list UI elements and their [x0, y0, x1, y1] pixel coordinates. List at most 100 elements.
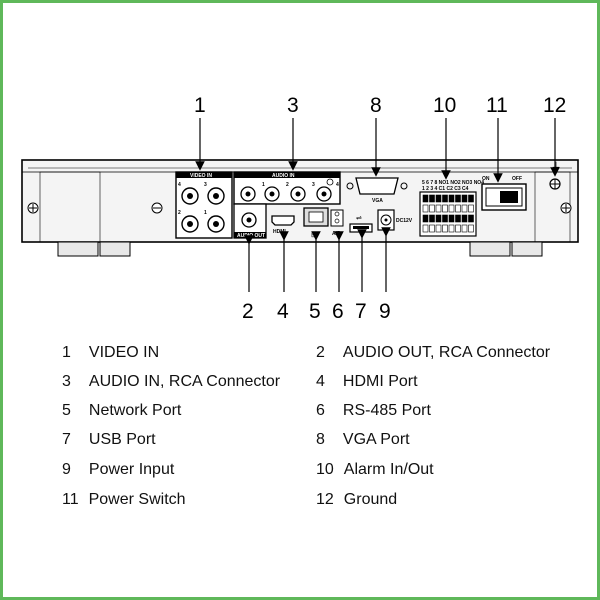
alarm-pin	[461, 224, 468, 233]
alarm-pin	[455, 214, 461, 223]
alarm-pin	[442, 224, 448, 233]
legend-num: 6	[316, 402, 325, 419]
legend-text: Ground	[343, 491, 398, 508]
legend-text: RS-485 Port	[342, 402, 431, 419]
alarm-pin	[448, 204, 455, 213]
legend-item-12: 12 Ground	[316, 491, 397, 509]
alarm-pin	[429, 204, 435, 213]
ab-label: A/B	[332, 231, 341, 237]
alarm-terminal-block: 5 6 7 8 NO1 NO2 NO3 NO4 1 2 3 4 C1 C2 C3…	[419, 180, 484, 237]
legend-text: HDMI Port	[342, 373, 418, 390]
alarm-pin	[461, 214, 468, 223]
callouts-top: 1 3 8 10 11 12	[194, 94, 566, 183]
legend-text: Network Port	[88, 402, 182, 419]
legend-item-7: 7 USB Port	[62, 431, 156, 449]
legend-text: VIDEO IN	[88, 344, 160, 361]
callout-12: 12	[543, 94, 566, 117]
usb-icon: ⇌	[356, 215, 362, 222]
on-label: ON	[482, 176, 490, 182]
legend-num: 8	[316, 431, 325, 448]
ground-icon: ⏚	[551, 161, 561, 173]
callout-11: 11	[486, 94, 508, 117]
alarm-pin	[422, 204, 429, 213]
alarm-pin	[429, 194, 435, 203]
screw-right	[560, 202, 572, 214]
alarm-bottom-label: 1 2 3 4 C1 C2 C3 C4	[422, 186, 469, 192]
callout-8: 8	[370, 94, 382, 117]
vi-ch-4: 4	[178, 182, 181, 188]
alarm-pin	[435, 204, 442, 213]
callouts-bottom: 2 4 5 6 7 9	[242, 227, 391, 323]
video-in-label: VIDEO IN	[190, 173, 212, 179]
alarm-pin	[429, 214, 435, 223]
legend-item-9: 9 Power Input	[62, 461, 174, 479]
legend-item-10: 10 Alarm In/Out	[316, 461, 434, 479]
legend-num: 12	[316, 491, 334, 508]
alarm-pin	[442, 214, 448, 223]
alarm-pin	[468, 204, 474, 213]
vi-ch-3: 3	[204, 182, 207, 188]
alarm-pin	[435, 194, 442, 203]
alarm-pin	[461, 194, 468, 203]
rear-panel-diagram: VIDEO IN 4 3 2 1 AUDIO IN 1 2 3 4 AUDIO …	[21, 94, 579, 323]
vga-port: VGA	[346, 177, 408, 204]
alarm-pin	[422, 194, 429, 203]
alarm-pin	[442, 204, 448, 213]
legend-text: Power Switch	[88, 491, 186, 508]
vi-ch-1: 1	[204, 210, 207, 216]
ai-ch-4: 4	[336, 182, 339, 188]
legend-text: Alarm In/Out	[343, 461, 434, 478]
hdmi-label: HDMI	[273, 229, 286, 235]
legend-num: 1	[62, 344, 71, 361]
alarm-pin	[435, 214, 442, 223]
callout-5: 5	[309, 300, 321, 323]
legend-num: 4	[316, 373, 325, 390]
alarm-pin	[422, 224, 429, 233]
screw-mid-left	[151, 202, 163, 214]
legend-item-6: 6 RS-485 Port	[316, 402, 431, 420]
dc-label: DC12V	[396, 218, 413, 224]
alarm-pin	[468, 214, 474, 223]
alarm-pin	[455, 194, 461, 203]
alarm-pin	[468, 194, 474, 203]
power-switch: ON OFF	[481, 176, 527, 211]
vga-label: VGA	[372, 198, 383, 204]
legend-num: 7	[62, 431, 71, 448]
video-in-connectors: VIDEO IN 4 3 2 1	[175, 171, 233, 239]
alarm-pin	[429, 224, 435, 233]
legend-num: 10	[316, 461, 334, 478]
callout-2: 2	[242, 300, 254, 323]
legend-text: AUDIO IN, RCA Connector	[88, 373, 281, 390]
callout-9: 9	[379, 300, 391, 323]
audio-in-connectors: AUDIO IN 1 2 3 4	[233, 171, 341, 205]
legend-num: 11	[62, 491, 79, 508]
legend-item-1: 1 VIDEO IN	[62, 344, 159, 362]
alarm-pin	[455, 224, 461, 233]
callout-7: 7	[355, 300, 367, 323]
power-input: DC12V	[377, 209, 413, 231]
alarm-pin	[448, 224, 455, 233]
ai-ch-2: 2	[286, 182, 289, 188]
legend-text: USB Port	[88, 431, 156, 448]
alarm-pin	[468, 224, 474, 233]
audio-out-label: AUDIO OUT	[237, 233, 265, 239]
alarm-pin	[448, 214, 455, 223]
alarm-top-label: 5 6 7 8 NO1 NO2 NO3 NO4	[422, 180, 484, 186]
callout-4: 4	[277, 300, 289, 323]
legend-text: Power Input	[88, 461, 175, 478]
ai-ch-3: 3	[312, 182, 315, 188]
legend-num: 9	[62, 461, 71, 478]
screw-left	[27, 202, 39, 214]
alarm-pin	[455, 204, 461, 213]
vi-ch-2: 2	[178, 210, 181, 216]
alarm-pin	[435, 224, 442, 233]
callout-1: 1	[194, 94, 206, 117]
ai-ch-1: 1	[262, 182, 265, 188]
legend-text: AUDIO OUT, RCA Connector	[342, 344, 551, 361]
